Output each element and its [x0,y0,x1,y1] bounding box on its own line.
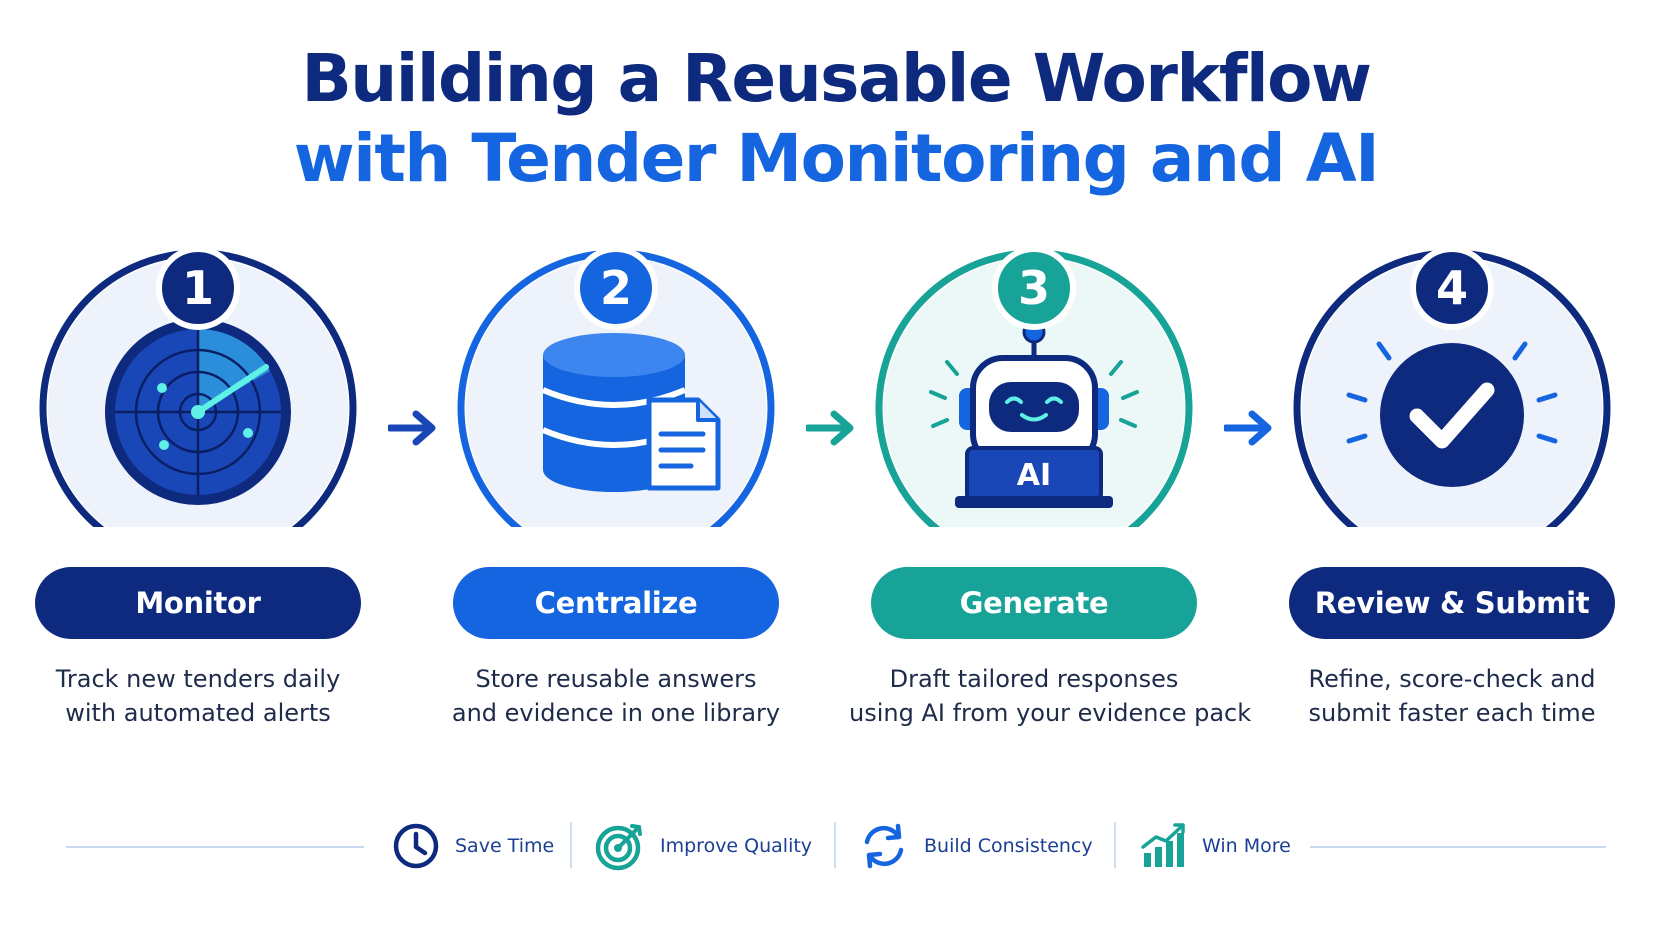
clock-icon [393,823,439,869]
refresh-icon [864,823,904,869]
step-4-desc-line-2: submit faster each time [1308,699,1596,727]
step-2-desc-line-2: and evidence in one library [451,699,781,727]
step-4-desc-line-1: Refine, score-check and [1308,665,1596,693]
step-1-label-pill: Monitor [35,567,361,639]
step-3-description: Draft tailored responses using AI from y… [849,662,1252,730]
step-4-label-pill: Review & Submit [1289,567,1615,639]
step-2-number-badge: 2 [574,246,658,330]
step-2-description: Store reusable answers and evidence in o… [431,662,801,730]
step-generate: AI 3 Generate Draft tailored responses u… [849,240,1251,727]
title-line-2: with Tender Monitoring and AI [293,120,1380,197]
step-4-description: Refine, score-check and submit faster ea… [1267,662,1637,730]
step-4-number-badge: 4 [1410,246,1494,330]
step-3-desc-line-1: Draft tailored responses [889,665,1179,693]
target-icon [595,824,642,871]
step-3-desc-line-2: using AI from your evidence pack [849,699,1252,727]
step-3-number-badge: 3 [992,246,1076,330]
step-review-submit: 4 Review & Submit Refine, score-check an… [1277,240,1627,727]
benefit-save-time-label: Save Time [455,835,555,857]
arrow-2-right-icon [806,410,854,446]
footer-separator-1 [570,822,572,868]
step-2-desc-line-1: Store reusable answers [475,665,757,693]
growth-chart-icon [1141,823,1185,867]
footer-divider-left [66,846,364,848]
arrow-3-right-icon [1224,410,1272,446]
step-1-desc-line-2: with automated alerts [65,699,331,727]
step-centralize: 2 Centralize Store reusable answers and … [441,240,791,727]
database-document-icon [541,333,721,492]
benefit-win-more-label: Win More [1202,835,1291,857]
title-line-1: Building a Reusable Workflow [301,40,1372,117]
benefit-improve-quality-label: Improve Quality [660,835,813,857]
step-1-number-badge: 1 [156,246,240,330]
checkmark-icon [1346,341,1558,487]
footer-divider-right [1310,846,1606,848]
step-2-label-pill: Centralize [453,567,779,639]
footer-separator-3 [1114,822,1116,868]
benefit-build-consistency: Build Consistency [858,818,1093,874]
ai-label-text: AI [1017,458,1051,493]
ai-robot-icon: AI [929,320,1139,508]
radar-icon [105,319,291,505]
benefit-win-more: Win More [1138,818,1291,874]
footer-separator-2 [834,822,836,868]
arrow-1-right-icon [388,410,436,446]
step-monitor: 1 Monitor Track new tenders daily with a… [23,240,373,727]
benefit-build-consistency-label: Build Consistency [924,835,1093,857]
benefit-improve-quality: Improve Quality [594,818,812,874]
benefit-save-time: Save Time [391,818,554,874]
step-3-label-pill: Generate [871,567,1197,639]
step-1-description: Track new tenders daily with automated a… [13,662,383,730]
step-1-desc-line-1: Track new tenders daily [55,665,341,693]
